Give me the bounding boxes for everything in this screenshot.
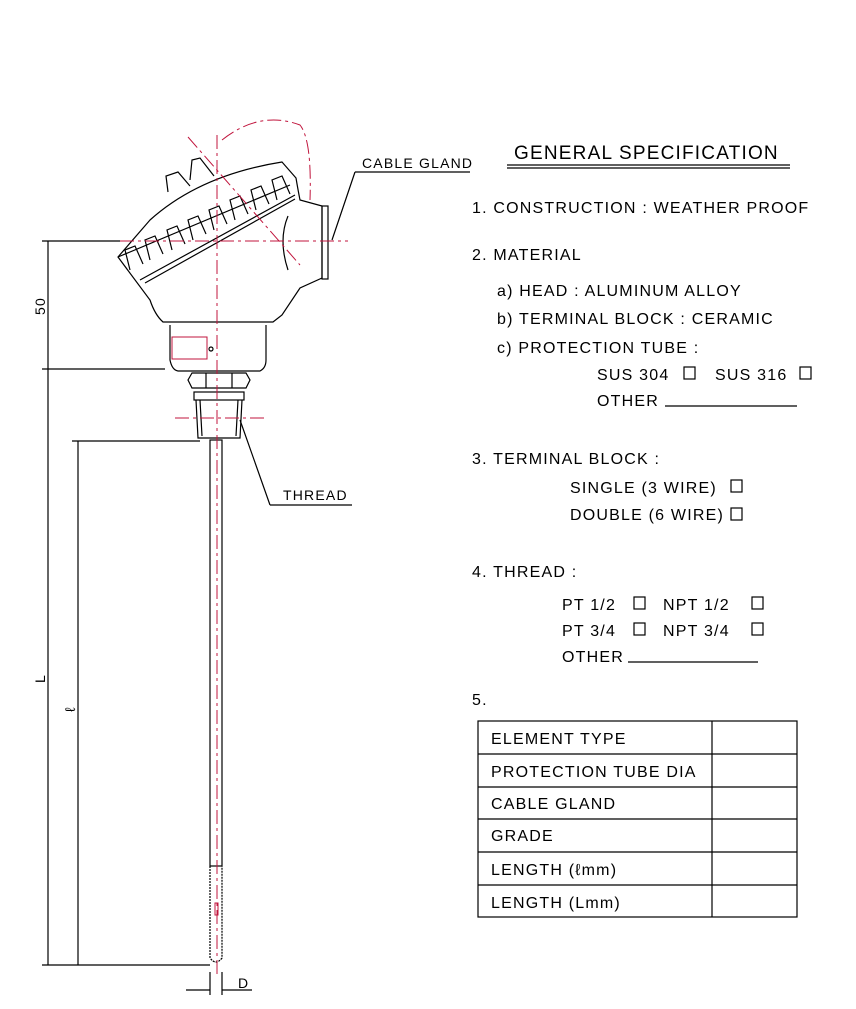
thread-leader — [239, 419, 352, 506]
option-single: SINGLE (3 WIRE) — [570, 480, 717, 497]
title-underline — [507, 164, 790, 169]
spec-protection-tube: c) PROTECTION TUBE : — [497, 340, 699, 357]
table-row: CABLE GLAND — [491, 796, 616, 813]
checkbox-npt34[interactable] — [751, 622, 764, 636]
protection-tube — [209, 439, 223, 963]
spec-terminal-block: 3. TERMINAL BLOCK : — [472, 451, 660, 468]
checkbox-pt34[interactable] — [633, 622, 646, 636]
spec-construction: 1. CONSTRUCTION : WEATHER PROOF — [472, 200, 809, 217]
table-row: LENGTH (ℓmm) — [491, 862, 617, 879]
checkbox-double[interactable] — [730, 507, 743, 521]
checkbox-npt12[interactable] — [751, 596, 764, 610]
option-sus304: SUS 304 — [597, 367, 669, 384]
dimension-head-label: 50 — [32, 297, 48, 315]
checkbox-sus316[interactable] — [799, 366, 812, 380]
spec-title: GENERAL SPECIFICATION — [514, 143, 779, 164]
cable-gland-label: CABLE GLAND — [362, 155, 473, 171]
dimension-overall-label: L — [32, 674, 48, 683]
centerlines — [95, 119, 348, 975]
table-row: PROTECTION TUBE DIA — [491, 764, 697, 781]
spec-item5: 5. — [472, 692, 488, 709]
neck — [169, 325, 267, 439]
thread-other-label: OTHER — [562, 649, 624, 666]
spec-head: a) HEAD : ALUMINUM ALLOY — [497, 283, 742, 300]
spec-thread: 4. THREAD : — [472, 564, 577, 581]
dimension-insertion-label: ℓ — [62, 706, 78, 712]
tube-other-label: OTHER — [597, 393, 659, 410]
checkbox-sus304[interactable] — [683, 366, 696, 380]
thread-label: THREAD — [283, 487, 348, 503]
spec-material: 2. MATERIAL — [472, 247, 582, 264]
dimension-lines — [42, 240, 252, 995]
spec-table: ELEMENT TYPE PROTECTION TUBE DIA CABLE G… — [477, 720, 798, 918]
table-row: LENGTH (Lmm) — [491, 895, 621, 912]
option-npt12: NPT 1/2 — [663, 597, 730, 614]
option-pt12: PT 1/2 — [562, 597, 616, 614]
table-row: GRADE — [491, 828, 554, 845]
option-sus316: SUS 316 — [715, 367, 787, 384]
terminal-head — [117, 157, 329, 323]
table-row: ELEMENT TYPE — [491, 731, 627, 748]
cable-gland-leader — [331, 171, 470, 241]
spec-terminal-block-material: b) TERMINAL BLOCK : CERAMIC — [497, 311, 774, 328]
checkbox-single[interactable] — [730, 479, 743, 493]
checkbox-pt12[interactable] — [633, 596, 646, 610]
dimension-diameter-label: D — [238, 975, 249, 991]
option-pt34: PT 3/4 — [562, 623, 616, 640]
option-npt34: NPT 3/4 — [663, 623, 730, 640]
option-double: DOUBLE (6 WIRE) — [570, 507, 724, 524]
